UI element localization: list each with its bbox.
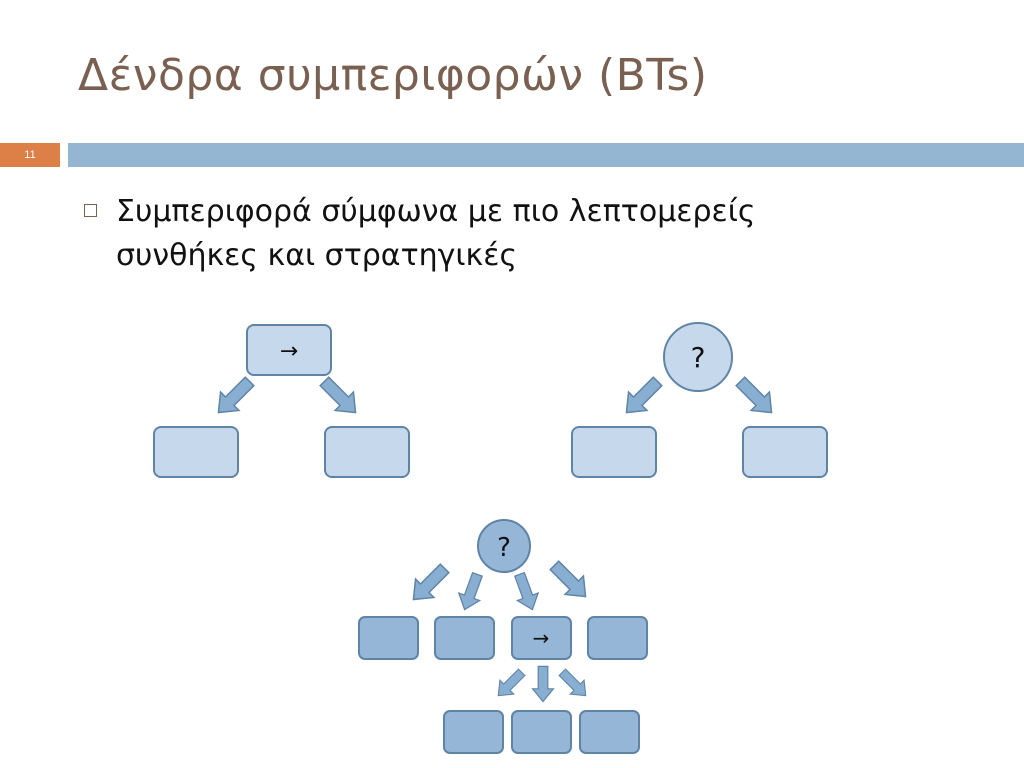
slide-title: Δένδρα συμπεριφορών (BTs): [78, 50, 708, 101]
selector-root-symbol: ?: [691, 341, 706, 374]
bullet-text: Συμπεριφορά σύμφωνα με πιο λεπτομερείς σ…: [116, 194, 756, 273]
arrow-down-left-icon: [490, 664, 530, 704]
arrow-down-left-icon: [403, 558, 455, 610]
composite-child-node: [434, 616, 495, 660]
arrow-down-left-icon: [453, 570, 489, 614]
sequence-child-node: [153, 426, 239, 478]
composite-root-symbol: ?: [497, 533, 511, 563]
composite-child-node: [587, 616, 648, 660]
composite-root-node: [477, 519, 531, 573]
selector-tree: ?: [571, 322, 828, 478]
selector-child-node: [571, 426, 657, 478]
selector-child-node: [742, 426, 828, 478]
arrow-down-right-icon: [554, 664, 594, 704]
arrow-down-right-icon: [544, 555, 596, 607]
composite-sequence-node: [511, 616, 572, 660]
arrow-down-right-icon: [508, 570, 544, 614]
composite-tree: ? →: [358, 519, 648, 754]
arrow-down-left-icon: [616, 371, 668, 423]
arrow-down-right-icon: [314, 371, 366, 423]
sequence-child-node: [324, 426, 410, 478]
sequence-leaf-node: [579, 710, 640, 754]
arrow-down-left-icon: [208, 371, 260, 423]
header-bar: [68, 143, 1024, 167]
sequence-leaf-node: [443, 710, 504, 754]
sequence-tree: →: [153, 324, 410, 478]
square-bullet-icon: [84, 204, 97, 217]
sequence-root-node: [246, 324, 332, 376]
sequence-root-symbol: →: [280, 339, 298, 364]
arrow-down-right-icon: [730, 371, 782, 423]
composite-child-node: [358, 616, 419, 660]
selector-root-node: [663, 322, 733, 392]
arrow-down-icon: [531, 665, 555, 703]
slide-number: 11: [0, 143, 60, 167]
composite-sequence-symbol: →: [533, 626, 550, 650]
sequence-leaf-node: [511, 710, 572, 754]
